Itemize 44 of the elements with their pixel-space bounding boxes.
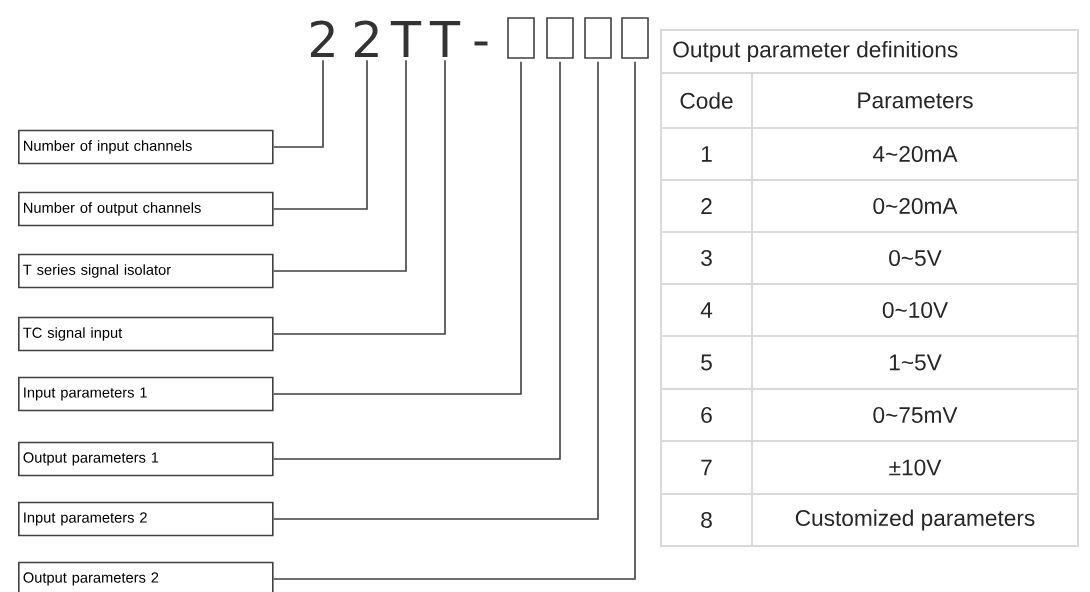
code-character: - [474, 41, 488, 46]
table-cell: 0~75mV [873, 406, 958, 424]
column-header: Code [680, 92, 733, 109]
leader-line [272, 61, 599, 520]
table-cell: 7 [701, 459, 712, 476]
table-cell: 6 [701, 406, 712, 424]
column-header: Parameters [858, 92, 973, 109]
code-placeholder-box [584, 17, 612, 59]
label-box: TC signal input [18, 316, 274, 352]
leader-line [272, 61, 522, 395]
code-character: 2 [354, 20, 378, 57]
table-cell: 4 [700, 302, 713, 318]
table-cell: 0~20mA [873, 197, 958, 215]
table-cell: 2 [701, 198, 712, 214]
leader-line [272, 59, 446, 335]
table-cell: 1~5V [889, 354, 942, 371]
table-cell: 5 [701, 354, 712, 371]
table-cell: Customized parameters [795, 509, 1035, 531]
code-placeholder-box [546, 17, 574, 59]
code-character: T [429, 21, 461, 57]
table-title: Output parameter definitions [673, 40, 958, 63]
leader-line [272, 59, 368, 210]
code-placeholder-box [621, 17, 649, 59]
table-cell: 0~5V [889, 249, 942, 267]
table-cell: ±10V [889, 459, 942, 476]
code-placeholder-box [507, 17, 535, 59]
leader-line [272, 59, 407, 272]
label-box: T series signal isolator [18, 253, 274, 289]
table-cell: 1 [701, 146, 712, 162]
code-character: T [390, 21, 422, 57]
label-box: Number of output channels [18, 191, 274, 227]
leader-line [272, 59, 324, 148]
leader-line [272, 61, 636, 580]
label-box: Output parameters 1 [18, 441, 274, 477]
label-box: Number of input channels [18, 129, 274, 165]
table-cell: 0~10V [882, 301, 948, 319]
table-cell: 8 [701, 511, 712, 529]
table-cell: 4~20mA [873, 145, 958, 163]
code-character: 2 [310, 20, 334, 57]
leader-line [272, 61, 561, 460]
table-cell: 3 [701, 249, 712, 267]
label-box: Input parameters 2 [18, 501, 274, 537]
label-box: Input parameters 1 [18, 376, 274, 412]
label-box: Output parameters 2 [18, 561, 274, 592]
